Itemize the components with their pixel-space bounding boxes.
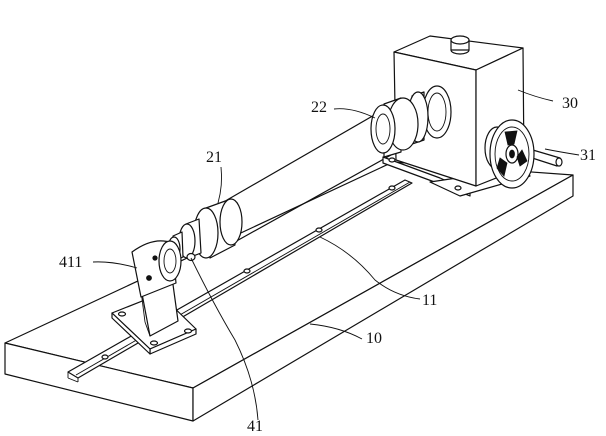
leader-10: [309, 323, 363, 340]
label-21: 21: [206, 149, 222, 166]
tailstock-cylinder: [167, 198, 243, 262]
label-10: 10: [366, 330, 382, 347]
leader-22: [333, 108, 376, 119]
leader-lines: [92, 89, 580, 421]
leader-31: [544, 148, 580, 156]
label-411: 411: [59, 254, 82, 271]
headstock-box: [382, 35, 531, 197]
leader-30: [517, 89, 554, 102]
base-plate: [4, 161, 574, 422]
reference-labels: 22 30 21 31 411 11 10 41: [59, 95, 596, 435]
handwheel: [484, 119, 563, 189]
leader-41: [190, 257, 259, 421]
leader-411: [92, 261, 138, 269]
label-11: 11: [422, 292, 437, 309]
label-31: 31: [580, 147, 596, 164]
support-bracket: [111, 240, 197, 355]
spindle-assembly: [370, 85, 452, 158]
leader-21: [217, 166, 223, 204]
label-22: 22: [311, 99, 327, 116]
label-41: 41: [247, 418, 263, 435]
leader-11: [319, 236, 421, 300]
long-shaft: [226, 109, 392, 244]
label-30: 30: [562, 95, 578, 112]
